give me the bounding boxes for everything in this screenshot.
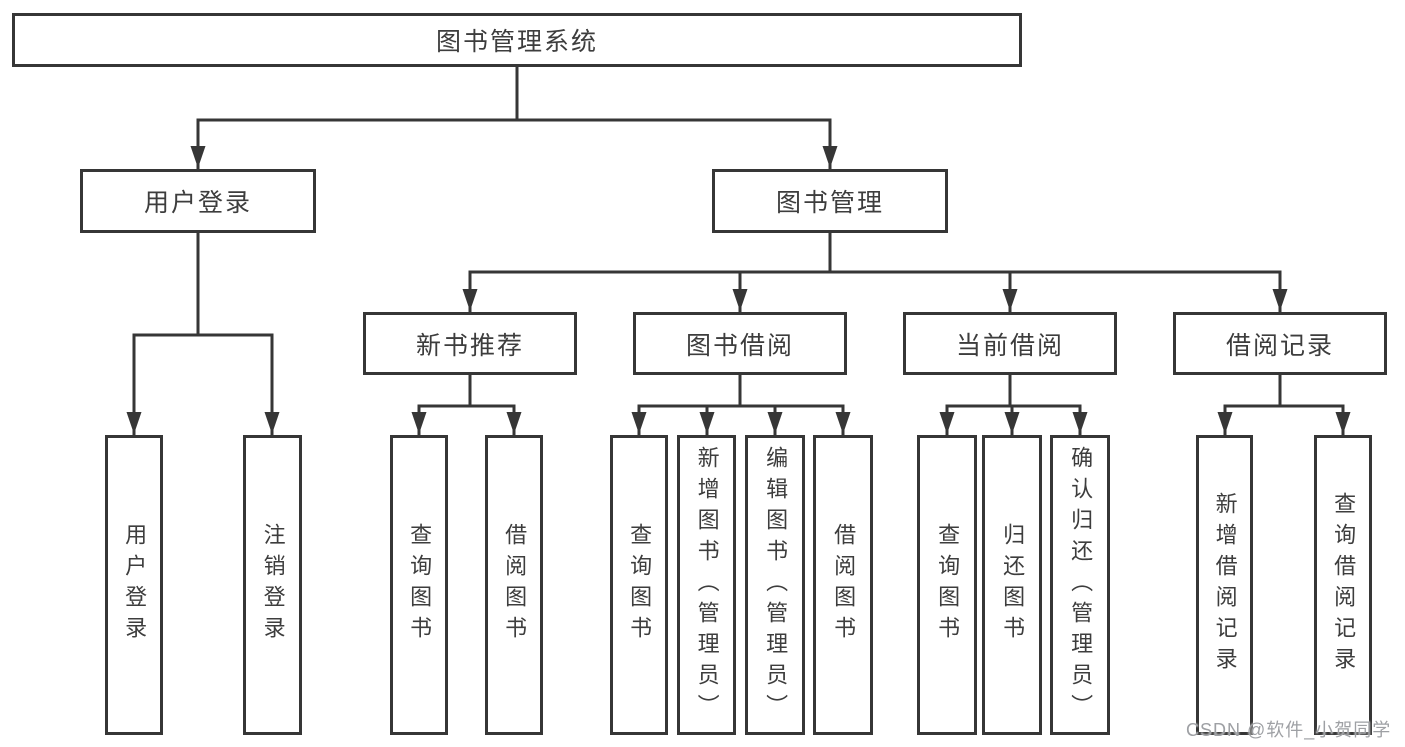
- connector-current-borrow: [939, 373, 1088, 436]
- node-current-borrow: 当前借阅: [903, 312, 1117, 375]
- leaf-add-book-admin: 新增图书（管理员）: [677, 435, 736, 735]
- leaf-recommend-query-book-label: 查询图书: [407, 523, 433, 647]
- leaf-add-borrow-record: 新增借阅记录: [1196, 435, 1253, 735]
- connector-borrow-record: [1217, 373, 1351, 436]
- leaf-add-borrow-record-label: 新增借阅记录: [1212, 492, 1238, 678]
- leaf-borrow-book-label: 借阅图书: [831, 523, 857, 647]
- leaf-logout-label: 注销登录: [260, 523, 286, 647]
- leaf-user-login: 用户登录: [105, 435, 163, 735]
- leaf-borrow-query-book: 查询图书: [610, 435, 668, 735]
- leaf-edit-book-admin: 编辑图书（管理员）: [745, 435, 805, 735]
- leaf-query-borrow-record: 查询借阅记录: [1314, 435, 1372, 735]
- leaf-edit-book-admin-label: 编辑图书（管理员）: [763, 445, 789, 725]
- leaf-recommend-borrow-book-label: 借阅图书: [502, 523, 528, 647]
- connector-new-book-recommend: [411, 373, 522, 436]
- node-book-mgmt: 图书管理: [712, 169, 948, 233]
- leaf-borrow-query-book-label: 查询图书: [627, 523, 653, 647]
- leaf-add-book-admin-label: 新增图书（管理员）: [694, 445, 720, 725]
- leaf-logout: 注销登录: [243, 435, 302, 735]
- connector-user-login: [126, 231, 280, 436]
- leaf-return-book-label: 归还图书: [1000, 523, 1026, 647]
- leaf-return-book: 归还图书: [982, 435, 1042, 735]
- connector-root: [190, 65, 838, 170]
- leaf-recommend-borrow-book: 借阅图书: [485, 435, 543, 735]
- node-borrow-record: 借阅记录: [1173, 312, 1387, 375]
- leaf-confirm-return-admin-label: 确认归还（管理员）: [1068, 445, 1094, 725]
- leaf-recommend-query-book: 查询图书: [390, 435, 448, 735]
- node-user-login: 用户登录: [80, 169, 316, 233]
- leaf-current-query-book: 查询图书: [917, 435, 977, 735]
- node-book-borrow: 图书借阅: [633, 312, 847, 375]
- node-root: 图书管理系统: [12, 13, 1022, 67]
- leaf-confirm-return-admin: 确认归还（管理员）: [1050, 435, 1110, 735]
- connector-book-borrow: [631, 373, 851, 436]
- leaf-query-borrow-record-label: 查询借阅记录: [1331, 492, 1357, 678]
- leaf-current-query-book-label: 查询图书: [935, 523, 961, 647]
- connector-book-mgmt: [462, 231, 1288, 313]
- csdn-watermark: CSDN @软件_小贺同学: [1186, 720, 1392, 740]
- node-new-book-recommend: 新书推荐: [363, 312, 577, 375]
- leaf-borrow-book: 借阅图书: [813, 435, 873, 735]
- leaf-user-login-label: 用户登录: [122, 523, 148, 647]
